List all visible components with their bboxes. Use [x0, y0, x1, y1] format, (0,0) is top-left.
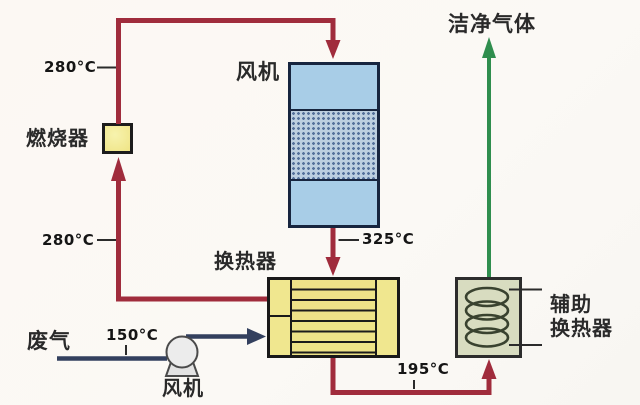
heat-exchanger-label: 换热器	[214, 249, 277, 273]
heat-exchanger-right-header	[375, 280, 397, 355]
arrow-down-into-exchanger-icon	[325, 257, 341, 276]
aux-exchanger-label: 辅助 换热器	[550, 292, 613, 340]
tower-bottom-section	[291, 181, 377, 225]
arrow-up-into-burner-icon	[111, 157, 126, 181]
top-fan-label: 风机	[236, 60, 280, 84]
tower-top-section	[291, 65, 377, 111]
heat-exchanger-vessel	[267, 277, 400, 358]
fan-stand	[164, 361, 200, 377]
arrow-right-into-exchanger-icon	[247, 328, 266, 345]
temp-280-top-label: 280°C	[44, 58, 97, 76]
burner-label: 燃烧器	[26, 126, 89, 150]
heat-exchanger-left-header	[270, 280, 292, 355]
aux-exchanger-vessel	[455, 277, 522, 358]
temp-325-label: 325°C	[362, 230, 415, 248]
tower-vessel	[288, 62, 380, 228]
waste-gas-label: 废气	[27, 329, 71, 353]
temp-150-label: 150°C	[106, 326, 159, 344]
fan-impeller-icon	[165, 335, 199, 369]
arrow-up-clean-gas-icon	[482, 37, 496, 58]
arrow-up-into-aux-icon	[481, 359, 497, 379]
heat-exchanger-tube-bank	[292, 280, 375, 355]
hot-pipe-exchanger-to-burner	[116, 180, 267, 302]
tower-packing-section	[291, 111, 377, 181]
temp-280-mid-label: 280°C	[42, 231, 95, 249]
burner-vessel	[102, 123, 133, 154]
temp-195-label: 195°C	[397, 360, 450, 378]
clean-gas-label: 洁净气体	[448, 12, 536, 36]
aux-exchanger-label-line1: 辅助	[550, 292, 592, 316]
heat-exchanger-left-divider	[270, 315, 290, 317]
aux-exchanger-label-line2: 换热器	[550, 316, 613, 340]
arrow-down-into-tower-icon	[325, 40, 341, 59]
bottom-fan-label: 风机	[162, 376, 204, 400]
